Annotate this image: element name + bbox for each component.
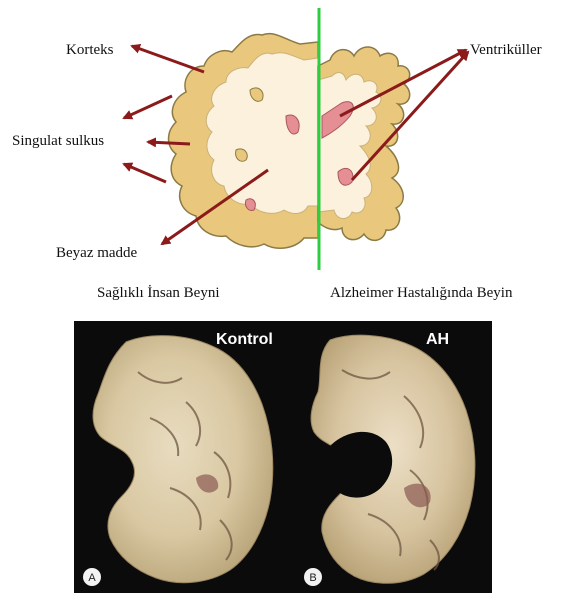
schematic-diagram: Korteks Singulat sulkus Beyaz madde Vent… — [12, 8, 542, 301]
badge-b: B — [309, 572, 316, 584]
label-beyaz-madde: Beyaz madde — [56, 245, 138, 261]
alzheimer-brain-section — [318, 47, 410, 240]
arrow-singulat-1 — [124, 96, 172, 118]
label-singulat-sulkus: Singulat sulkus — [12, 133, 104, 149]
label-ventrikuller: Ventriküller — [470, 42, 542, 58]
healthy-ventricle-2 — [245, 199, 255, 211]
caption-alzheimer: Alzheimer Hastalığında Beyin — [330, 285, 513, 301]
label-korteks: Korteks — [66, 42, 114, 58]
arrow-singulat-3 — [124, 164, 166, 182]
caption-healthy: Sağlıklı İnsan Beyni — [97, 285, 220, 301]
label-ah: AH — [426, 331, 449, 348]
arrow-korteks — [132, 46, 204, 72]
alzheimer-ventricle-2 — [338, 168, 353, 185]
label-kontrol: Kontrol — [216, 331, 273, 348]
brain-photograph-panel: Kontrol AH A B — [74, 321, 492, 593]
healthy-gyrus-detail-2 — [236, 149, 248, 161]
arrow-singulat-2 — [148, 142, 190, 144]
badge-a: A — [88, 572, 96, 584]
